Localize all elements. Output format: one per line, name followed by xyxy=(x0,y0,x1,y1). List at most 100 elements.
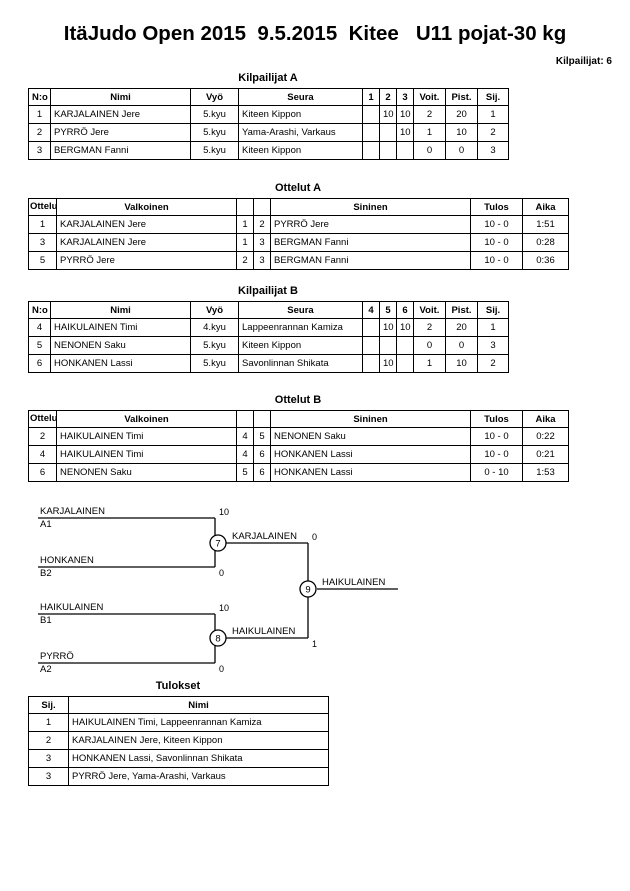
table-row: 6 HONKANEN Lassi 5.kyu Savonlinnan Shika… xyxy=(28,354,509,373)
cell-time: 1:51 xyxy=(522,215,569,234)
table-row: 2 HAIKULAINEN Timi 4 5 NENONEN Saku 10 -… xyxy=(28,427,569,446)
cell-result: 10 - 0 xyxy=(470,427,523,446)
cell-blue-no: 6 xyxy=(253,463,271,482)
col-wins: Voit. xyxy=(413,301,446,319)
col-points: Pist. xyxy=(445,88,478,106)
cell-m1 xyxy=(362,354,380,373)
cell-m3 xyxy=(396,141,414,160)
cell-belt: 5.kyu xyxy=(190,354,239,373)
cell-bout: 1 xyxy=(28,215,57,234)
sf1-bottom-name: HONKANEN xyxy=(40,555,94,566)
cell-club: Yama-Arashi, Varkaus xyxy=(238,123,363,142)
cell-rank: 3 xyxy=(477,141,509,160)
col-white: Valkoinen xyxy=(56,198,237,216)
col-bout-label: Ottelu xyxy=(30,413,58,424)
col-bout: Ottelu xyxy=(28,198,58,216)
cell-club: Lappeenrannan Kamiza xyxy=(238,318,363,337)
col-result: Tulos xyxy=(470,410,523,428)
table-row: 3 KARJALAINEN Jere 1 3 BERGMAN Fanni 10 … xyxy=(28,233,569,252)
champion-name: HAIKULAINEN xyxy=(322,577,385,588)
bouts-b-table: Ottelu Valkoinen Sininen Tulos Aika 2 HA… xyxy=(28,410,569,482)
col-belt: Vyö xyxy=(190,301,239,319)
cell-white: PYRRÖ Jere xyxy=(56,251,237,270)
pool-a-table: N:o Nimi Vyö Seura 1 2 3 Voit. Pist. Sij… xyxy=(28,88,509,160)
cell-points: 0 xyxy=(445,336,478,355)
cell-belt: 5.kyu xyxy=(190,105,239,124)
cell-time: 0:21 xyxy=(522,445,569,464)
cell-m3: 10 xyxy=(396,123,414,142)
cell-white: KARJALAINEN Jere xyxy=(56,233,237,252)
col-rank: Sij. xyxy=(477,301,509,319)
cell-rank: 3 xyxy=(28,767,69,786)
cell-name: HAIKULAINEN Timi, Lappeenrannan Kamiza xyxy=(68,713,329,732)
cell-result: 0 - 10 xyxy=(470,463,523,482)
table-row: 2 PYRRÖ Jere 5.kyu Yama-Arashi, Varkaus … xyxy=(28,123,509,142)
cell-m2 xyxy=(379,141,397,160)
cell-points: 10 xyxy=(445,354,478,373)
cell-white-no: 2 xyxy=(236,251,254,270)
cell-belt: 5.kyu xyxy=(190,141,239,160)
cell-name: HAIKULAINEN Timi xyxy=(50,318,191,337)
cell-no: 4 xyxy=(28,318,51,337)
cell-white-no: 1 xyxy=(236,215,254,234)
cell-white-no: 4 xyxy=(236,427,254,446)
cell-wins: 1 xyxy=(413,354,446,373)
col-white-no xyxy=(236,198,254,216)
cell-blue: HONKANEN Lassi xyxy=(270,463,471,482)
cell-m1 xyxy=(362,336,380,355)
cell-name: PYRRÖ Jere xyxy=(50,123,191,142)
list-item: 3 HONKANEN Lassi, Savonlinnan Shikata xyxy=(28,749,329,768)
cell-no: 5 xyxy=(28,336,51,355)
cell-m2 xyxy=(379,336,397,355)
col-blue: Sininen xyxy=(270,198,471,216)
sf1-top-name: KARJALAINEN xyxy=(40,506,105,517)
pool-b-caption: Kilpailijat B xyxy=(238,285,298,297)
sf2-top-seed: B1 xyxy=(40,615,52,626)
cell-points: 10 xyxy=(445,123,478,142)
cell-time: 0:36 xyxy=(522,251,569,270)
col-points: Pist. xyxy=(445,301,478,319)
cell-belt: 5.kyu xyxy=(190,336,239,355)
col-m3: 6 xyxy=(396,301,414,319)
list-item: 3 PYRRÖ Jere, Yama-Arashi, Varkaus xyxy=(28,767,329,786)
pool-b-table: N:o Nimi Vyö Seura 4 5 6 Voit. Pist. Sij… xyxy=(28,301,509,373)
sf2-top-score: 10 xyxy=(219,603,229,613)
entrant-count: Kilpailijat: 6 xyxy=(555,56,612,67)
cell-white-no: 4 xyxy=(236,445,254,464)
col-bout-label: Ottelu xyxy=(30,201,58,212)
cell-belt: 4.kyu xyxy=(190,318,239,337)
col-m3: 3 xyxy=(396,88,414,106)
bouts-a-caption: Ottelut A xyxy=(274,182,322,194)
cell-m2: 10 xyxy=(379,354,397,373)
cell-white: HAIKULAINEN Timi xyxy=(56,427,237,446)
bout-number-8: 8 xyxy=(215,634,220,645)
cell-name: BERGMAN Fanni xyxy=(50,141,191,160)
sf2-top-name: HAIKULAINEN xyxy=(40,602,103,613)
final-top-score: 0 xyxy=(312,532,317,542)
cell-wins: 1 xyxy=(413,123,446,142)
cell-rank: 1 xyxy=(28,713,69,732)
cell-bout: 4 xyxy=(28,445,57,464)
col-bout: Ottelu xyxy=(28,410,58,428)
cell-blue: HONKANEN Lassi xyxy=(270,445,471,464)
cell-white-no: 5 xyxy=(236,463,254,482)
cell-no: 3 xyxy=(28,141,51,160)
col-no: N:o xyxy=(28,301,51,319)
cell-belt: 5.kyu xyxy=(190,123,239,142)
bouts-a-table: Ottelu Valkoinen Sininen Tulos Aika 1 KA… xyxy=(28,198,569,270)
list-item: 2 KARJALAINEN Jere, Kiteen Kippon xyxy=(28,731,329,750)
cell-bout: 2 xyxy=(28,427,57,446)
col-blue-no xyxy=(253,410,271,428)
cell-name: KARJALAINEN Jere, Kiteen Kippon xyxy=(68,731,329,750)
table-row: 4 HAIKULAINEN Timi 4 6 HONKANEN Lassi 10… xyxy=(28,445,569,464)
cell-wins: 0 xyxy=(413,336,446,355)
col-no: N:o xyxy=(28,88,51,106)
sf1-winner-name: KARJALAINEN xyxy=(232,531,297,542)
col-white-no xyxy=(236,410,254,428)
cell-blue-no: 5 xyxy=(253,427,271,446)
sf2-winner-name: HAIKULAINEN xyxy=(232,626,295,637)
cell-rank: 2 xyxy=(477,354,509,373)
cell-bout: 5 xyxy=(28,251,57,270)
cell-wins: 2 xyxy=(413,318,446,337)
